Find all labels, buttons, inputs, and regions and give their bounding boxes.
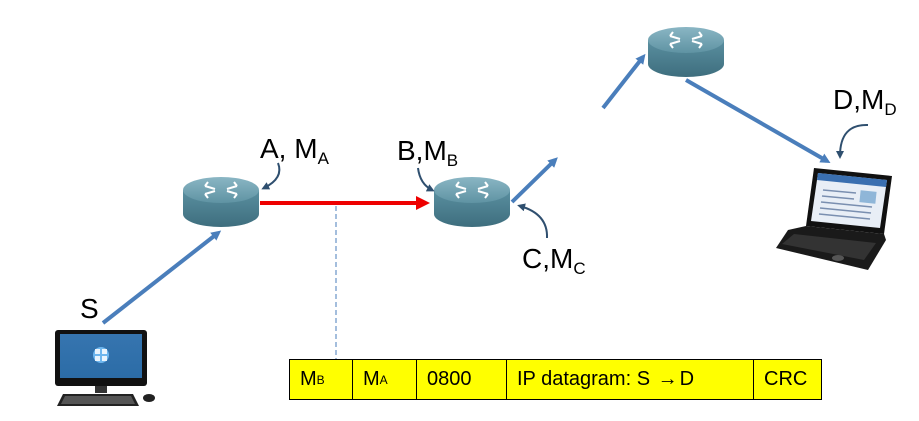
router-a-mac-sub: A xyxy=(317,149,329,168)
router-b-label: B,MB xyxy=(397,135,459,170)
callout-d xyxy=(836,123,869,159)
router-b-mac: M xyxy=(423,135,447,166)
router-a-name: A, xyxy=(260,133,287,164)
dest-mac: M xyxy=(861,84,885,115)
router-b-mac-sub: B xyxy=(446,151,459,170)
frame-src-mac-main: M xyxy=(363,368,380,390)
frame-ethertype: 0800 xyxy=(417,360,507,399)
link-s-to-a xyxy=(101,230,222,325)
dest-label: D,MD xyxy=(833,84,897,119)
dest-name: D, xyxy=(833,84,861,115)
router-b-name: B, xyxy=(397,135,424,166)
link-b-to-next xyxy=(510,157,558,204)
router-a-label: A, MA xyxy=(260,133,329,168)
link-to-router-top xyxy=(601,53,646,110)
router-c-label: C,MC xyxy=(522,243,586,278)
router-icon xyxy=(648,27,724,77)
link-router-top-to-d xyxy=(685,78,831,163)
router-a-mac: M xyxy=(294,133,318,164)
router-c-mac: M xyxy=(550,243,574,274)
frame-dst-mac-sub: B xyxy=(316,372,325,387)
router-c-mac-sub: C xyxy=(573,259,586,278)
desktop-computer-icon xyxy=(55,330,155,406)
dest-mac-sub: D xyxy=(884,100,897,119)
frame-payload-suffix: D xyxy=(679,368,695,390)
frame-src-mac-sub: A xyxy=(379,372,388,387)
router-c-name: C, xyxy=(522,243,550,274)
source-label: S xyxy=(80,293,99,324)
router-icon xyxy=(434,177,510,227)
callout-c xyxy=(517,203,549,239)
callout-b xyxy=(417,167,435,192)
frame-dst-mac-main: M xyxy=(300,368,317,390)
router-icon xyxy=(183,177,259,227)
laptop-icon xyxy=(776,168,892,270)
frame-payload-prefix: IP datagram: S xyxy=(517,368,656,390)
frame-payload: IP datagram: S →D xyxy=(507,360,754,399)
callout-a xyxy=(261,162,281,190)
frame-crc: CRC xyxy=(764,368,808,390)
arrow-right-icon: → xyxy=(657,368,678,390)
